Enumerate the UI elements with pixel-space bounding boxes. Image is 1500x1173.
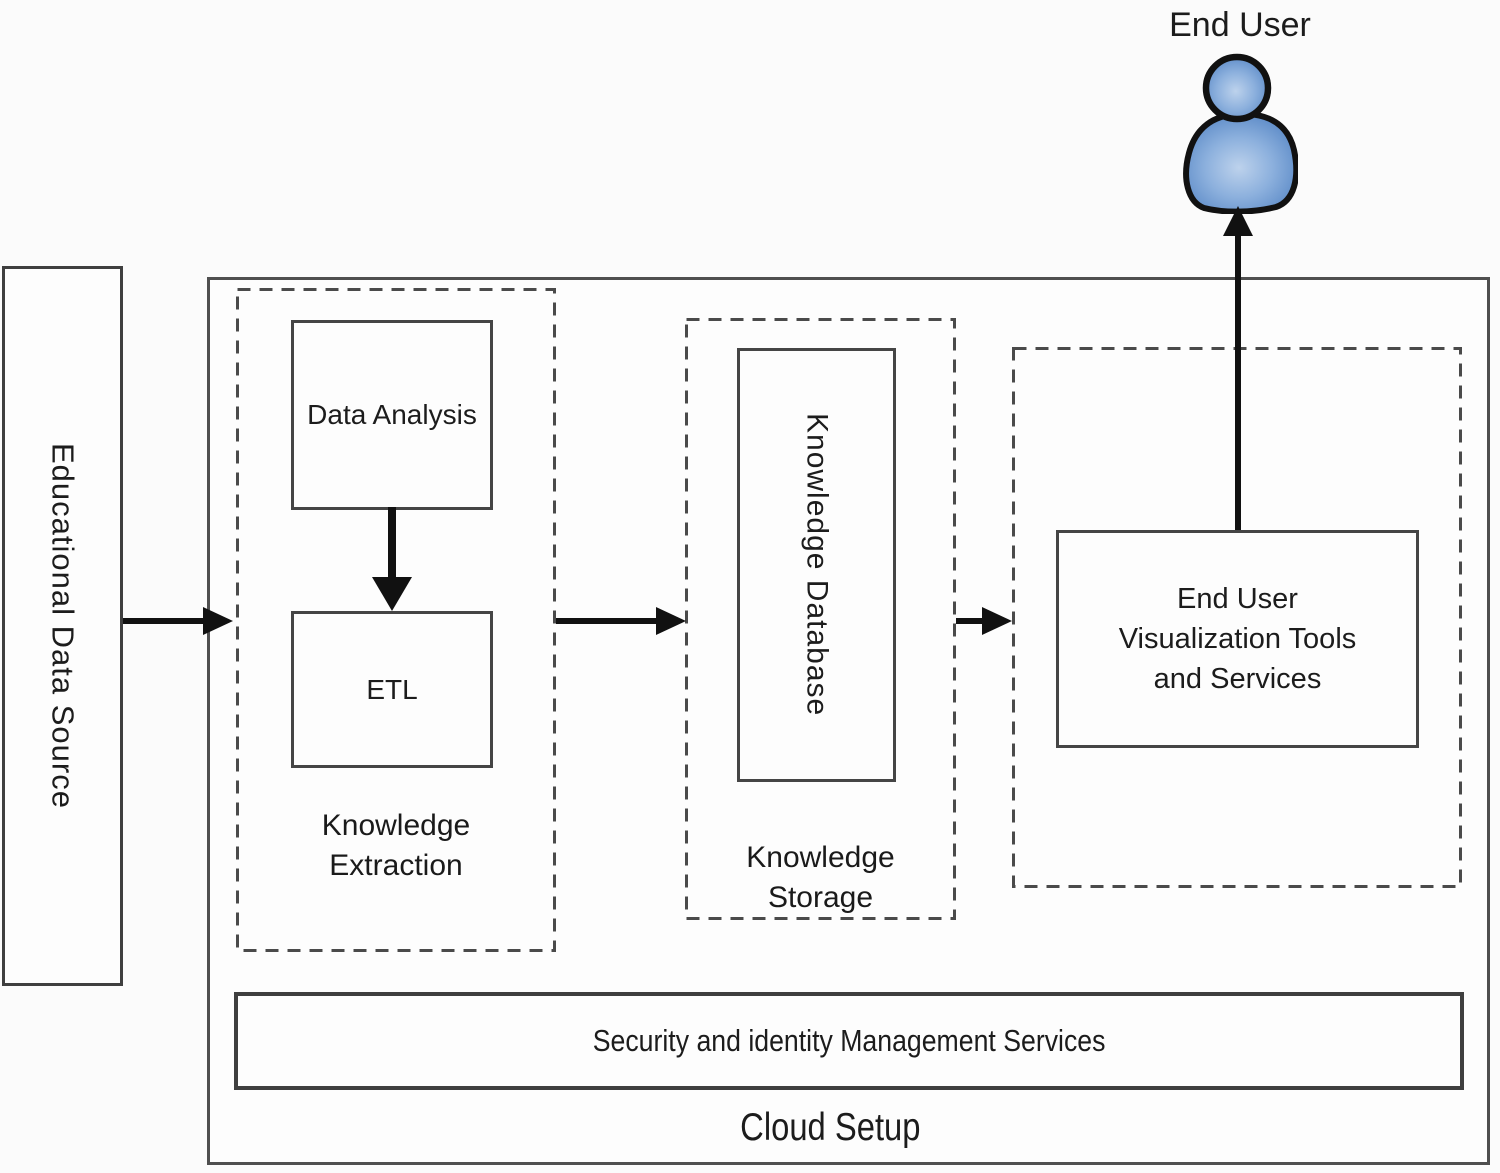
etl-box: ETL (291, 611, 493, 768)
security-services-label: Security and identity Management Service… (592, 1023, 1106, 1058)
visualization-tools-box: End User Visualization Tools and Service… (1056, 530, 1419, 748)
dashed-border (236, 288, 556, 952)
etl-label: ETL (366, 673, 418, 705)
arrow-shaft (1235, 232, 1241, 530)
person-icon (1183, 53, 1298, 214)
educational-data-source-box: Educational Data Source (2, 266, 123, 986)
knowledge-extraction-group (236, 288, 556, 952)
cloud-setup-label-text: Cloud Setup (739, 1106, 921, 1149)
person-head (1202, 53, 1272, 123)
visualization-label-line2: Visualization Tools (1118, 623, 1357, 655)
arrow-shaft (556, 618, 660, 624)
arrow-head (656, 607, 686, 635)
arrow-head (982, 607, 1012, 635)
data-analysis-label: Data Analysis (307, 399, 477, 430)
arrow-shaft (123, 618, 205, 624)
arrow-head (203, 607, 233, 635)
data-analysis-box: Data Analysis (291, 320, 493, 510)
cloud-setup-label: Cloud Setup (207, 1106, 1453, 1150)
security-services-bar: Security and identity Management Service… (234, 992, 1464, 1090)
knowledge-extraction-label: Knowledge Extraction (236, 806, 556, 886)
educational-data-source-label: Educational Data Source (45, 443, 81, 809)
visualization-label-line3: and Services (1153, 663, 1322, 695)
knowledge-database-label: Knowledge Database (800, 413, 834, 717)
dashed-border (685, 318, 956, 920)
knowledge-storage-label-line2: Storage (767, 881, 874, 914)
arrow-head (1223, 206, 1253, 236)
arrow-shaft (388, 507, 396, 579)
end-user-label: End User (1169, 6, 1311, 44)
arrow-head (372, 577, 412, 611)
visualization-label-line1: End User (1177, 583, 1298, 615)
knowledge-storage-label: Knowledge Storage (685, 838, 956, 918)
knowledge-extraction-label-line2: Extraction (329, 849, 463, 882)
knowledge-extraction-label-line1: Knowledge (321, 809, 471, 842)
knowledge-storage-group (685, 318, 956, 920)
knowledge-storage-label-line1: Knowledge (746, 841, 895, 874)
knowledge-database-box: Knowledge Database (737, 348, 896, 782)
arrow-shaft (956, 618, 986, 624)
person-body (1183, 110, 1298, 214)
